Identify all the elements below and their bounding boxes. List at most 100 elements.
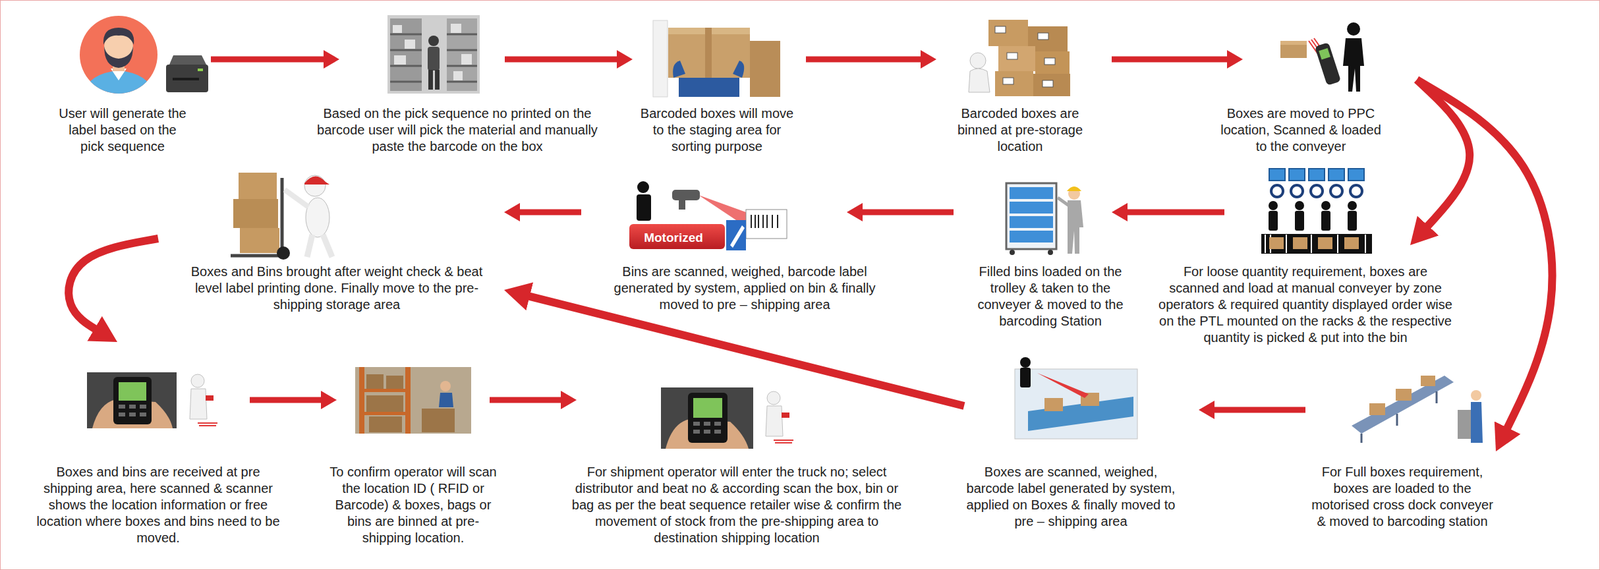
warehouse-photo bbox=[390, 34, 478, 82]
flow-arrow bbox=[1111, 56, 1231, 63]
process-step: Bins are scanned, weighed, barcode label… bbox=[581, 164, 887, 316]
bin-trolley-illustration bbox=[1006, 183, 1084, 256]
ptl-rack-illustration bbox=[1261, 233, 1372, 254]
ptl-rack-illustration bbox=[1347, 210, 1357, 231]
boxes-stack-illustration bbox=[968, 19, 1071, 97]
icon-area bbox=[1242, 19, 1417, 99]
pre-shipping-rack-photo bbox=[355, 367, 472, 434]
icon-area bbox=[72, 342, 250, 452]
warehouse-photo bbox=[390, 33, 422, 36]
box-carrier-illustration bbox=[749, 40, 781, 97]
step-caption: Bins are scanned, weighed, barcode label… bbox=[602, 263, 887, 314]
box-barcoding-illustration bbox=[1014, 357, 1138, 439]
ptl-rack-illustration bbox=[1269, 168, 1286, 181]
barcoding-station-illustration bbox=[730, 225, 745, 248]
label-printer-icon bbox=[169, 55, 207, 65]
process-step: Barcoded boxes are binned at pre-storage… bbox=[936, 19, 1112, 158]
barcoding-station-illustration bbox=[629, 181, 787, 251]
barcoding-station-illustration bbox=[672, 189, 700, 201]
pre-shipping-rack-photo bbox=[440, 380, 451, 392]
warehouse-photo bbox=[390, 49, 422, 52]
warehouse-photo bbox=[427, 46, 440, 71]
ptl-rack-illustration bbox=[1364, 234, 1367, 254]
ppc-scan-illustration bbox=[1280, 40, 1307, 45]
handheld-scanner-photo bbox=[189, 388, 207, 420]
pre-shipping-rack-photo bbox=[369, 416, 402, 433]
process-step: Barcoded boxes will move to the staging … bbox=[632, 19, 806, 158]
ptl-rack-illustration bbox=[1337, 234, 1339, 254]
hand-truck-illustration bbox=[307, 234, 313, 258]
shipment-scanner-photo bbox=[781, 412, 790, 418]
icon-area bbox=[1305, 362, 1496, 462]
shipment-scanner-photo bbox=[773, 439, 794, 441]
boxes-stack-illustration bbox=[998, 46, 1036, 72]
step-caption: Boxes are moved to PPC location, Scanned… bbox=[1218, 105, 1384, 155]
hand-truck-illustration bbox=[239, 228, 280, 254]
cross-dock-conveyor-illustration bbox=[1369, 375, 1436, 416]
box-carrier-illustration bbox=[705, 27, 712, 78]
step-caption: For Full boxes requirement, boxes are lo… bbox=[1306, 463, 1498, 530]
step-caption: User will generate the label based on th… bbox=[56, 105, 189, 155]
shipment-scanner-photo bbox=[693, 398, 723, 418]
shipment-scanner-photo bbox=[767, 391, 781, 405]
icon-area bbox=[964, 355, 1199, 452]
shipment-scanner-photo bbox=[774, 442, 793, 444]
hand-truck-illustration bbox=[230, 254, 285, 258]
ptl-rack-illustration bbox=[1317, 237, 1333, 250]
pre-shipping-rack-photo bbox=[366, 374, 455, 433]
ppc-scan-illustration bbox=[1346, 22, 1361, 36]
boxes-stack-illustration bbox=[1042, 80, 1054, 87]
process-step: Boxes are moved to PPC location, Scanned… bbox=[1218, 19, 1417, 158]
pre-shipping-rack-photo bbox=[366, 374, 384, 389]
hand-truck-illustration bbox=[238, 172, 277, 200]
box-barcoding-illustration bbox=[1020, 367, 1031, 388]
process-step: Boxes are scanned, weighed, barcode labe… bbox=[962, 355, 1199, 533]
user-avatar-icon bbox=[79, 15, 158, 99]
ptl-rack-illustration bbox=[1268, 200, 1278, 211]
cross-dock-conveyor-illustration bbox=[1435, 391, 1438, 404]
barcoding-station-illustration bbox=[754, 214, 756, 229]
hand-truck-illustration bbox=[233, 199, 279, 229]
flow-arrow bbox=[249, 397, 325, 404]
pre-shipping-rack-photo bbox=[359, 411, 411, 416]
ptl-rack-illustration bbox=[1350, 185, 1363, 198]
ptl-rack-illustration bbox=[1268, 200, 1357, 231]
ptl-rack-illustration bbox=[1321, 210, 1331, 231]
ppc-scan-illustration bbox=[1314, 42, 1342, 86]
cross-dock-conveyor-illustration bbox=[1351, 375, 1454, 434]
cross-dock-conveyor-illustration bbox=[1470, 390, 1482, 401]
connector-group bbox=[68, 59, 1552, 435]
label-printer-icon bbox=[172, 77, 200, 81]
shipment-scanner-photo bbox=[693, 421, 721, 434]
ptl-rack-illustration bbox=[1288, 168, 1305, 181]
icon-area bbox=[953, 164, 1112, 261]
ptl-rack-illustration bbox=[1328, 168, 1345, 181]
box-carrier-illustration bbox=[732, 60, 744, 78]
step-caption: Boxes and bins are received at pre shipp… bbox=[36, 463, 281, 547]
barcoding-station-illustration bbox=[762, 214, 764, 229]
ptl-rack-illustration bbox=[1264, 234, 1266, 254]
warehouse-photo bbox=[394, 55, 406, 65]
boxes-stack-illustration bbox=[1002, 77, 1014, 85]
cross-dock-conveyor-illustration bbox=[1395, 388, 1412, 401]
warehouse-photo bbox=[446, 49, 478, 52]
bin-trolley-illustration bbox=[1009, 187, 1054, 200]
handheld-scanner-photo bbox=[191, 374, 205, 388]
barcoding-station-illustration bbox=[771, 214, 773, 229]
bin-trolley-illustration bbox=[1009, 216, 1054, 229]
bin-trolley-illustration bbox=[1067, 200, 1084, 254]
boxes-stack-illustration bbox=[995, 26, 1056, 87]
label-printer-icon bbox=[166, 55, 209, 93]
bin-trolley-illustration bbox=[1009, 230, 1054, 243]
process-step: Boxes and bins are received at pre shipp… bbox=[36, 342, 281, 549]
pre-shipping-rack-photo bbox=[386, 375, 404, 389]
flow-arrow bbox=[1416, 79, 1552, 435]
pre-shipping-rack-photo bbox=[438, 392, 454, 408]
warehouse-photo bbox=[387, 15, 480, 94]
box-carrier-illustration bbox=[668, 27, 750, 78]
icon-area bbox=[576, 369, 824, 455]
ptl-rack-illustration bbox=[1285, 234, 1287, 254]
warehouse-photo bbox=[434, 69, 440, 90]
pre-shipping-rack-photo bbox=[355, 367, 472, 434]
user-avatar-icon bbox=[103, 27, 134, 45]
